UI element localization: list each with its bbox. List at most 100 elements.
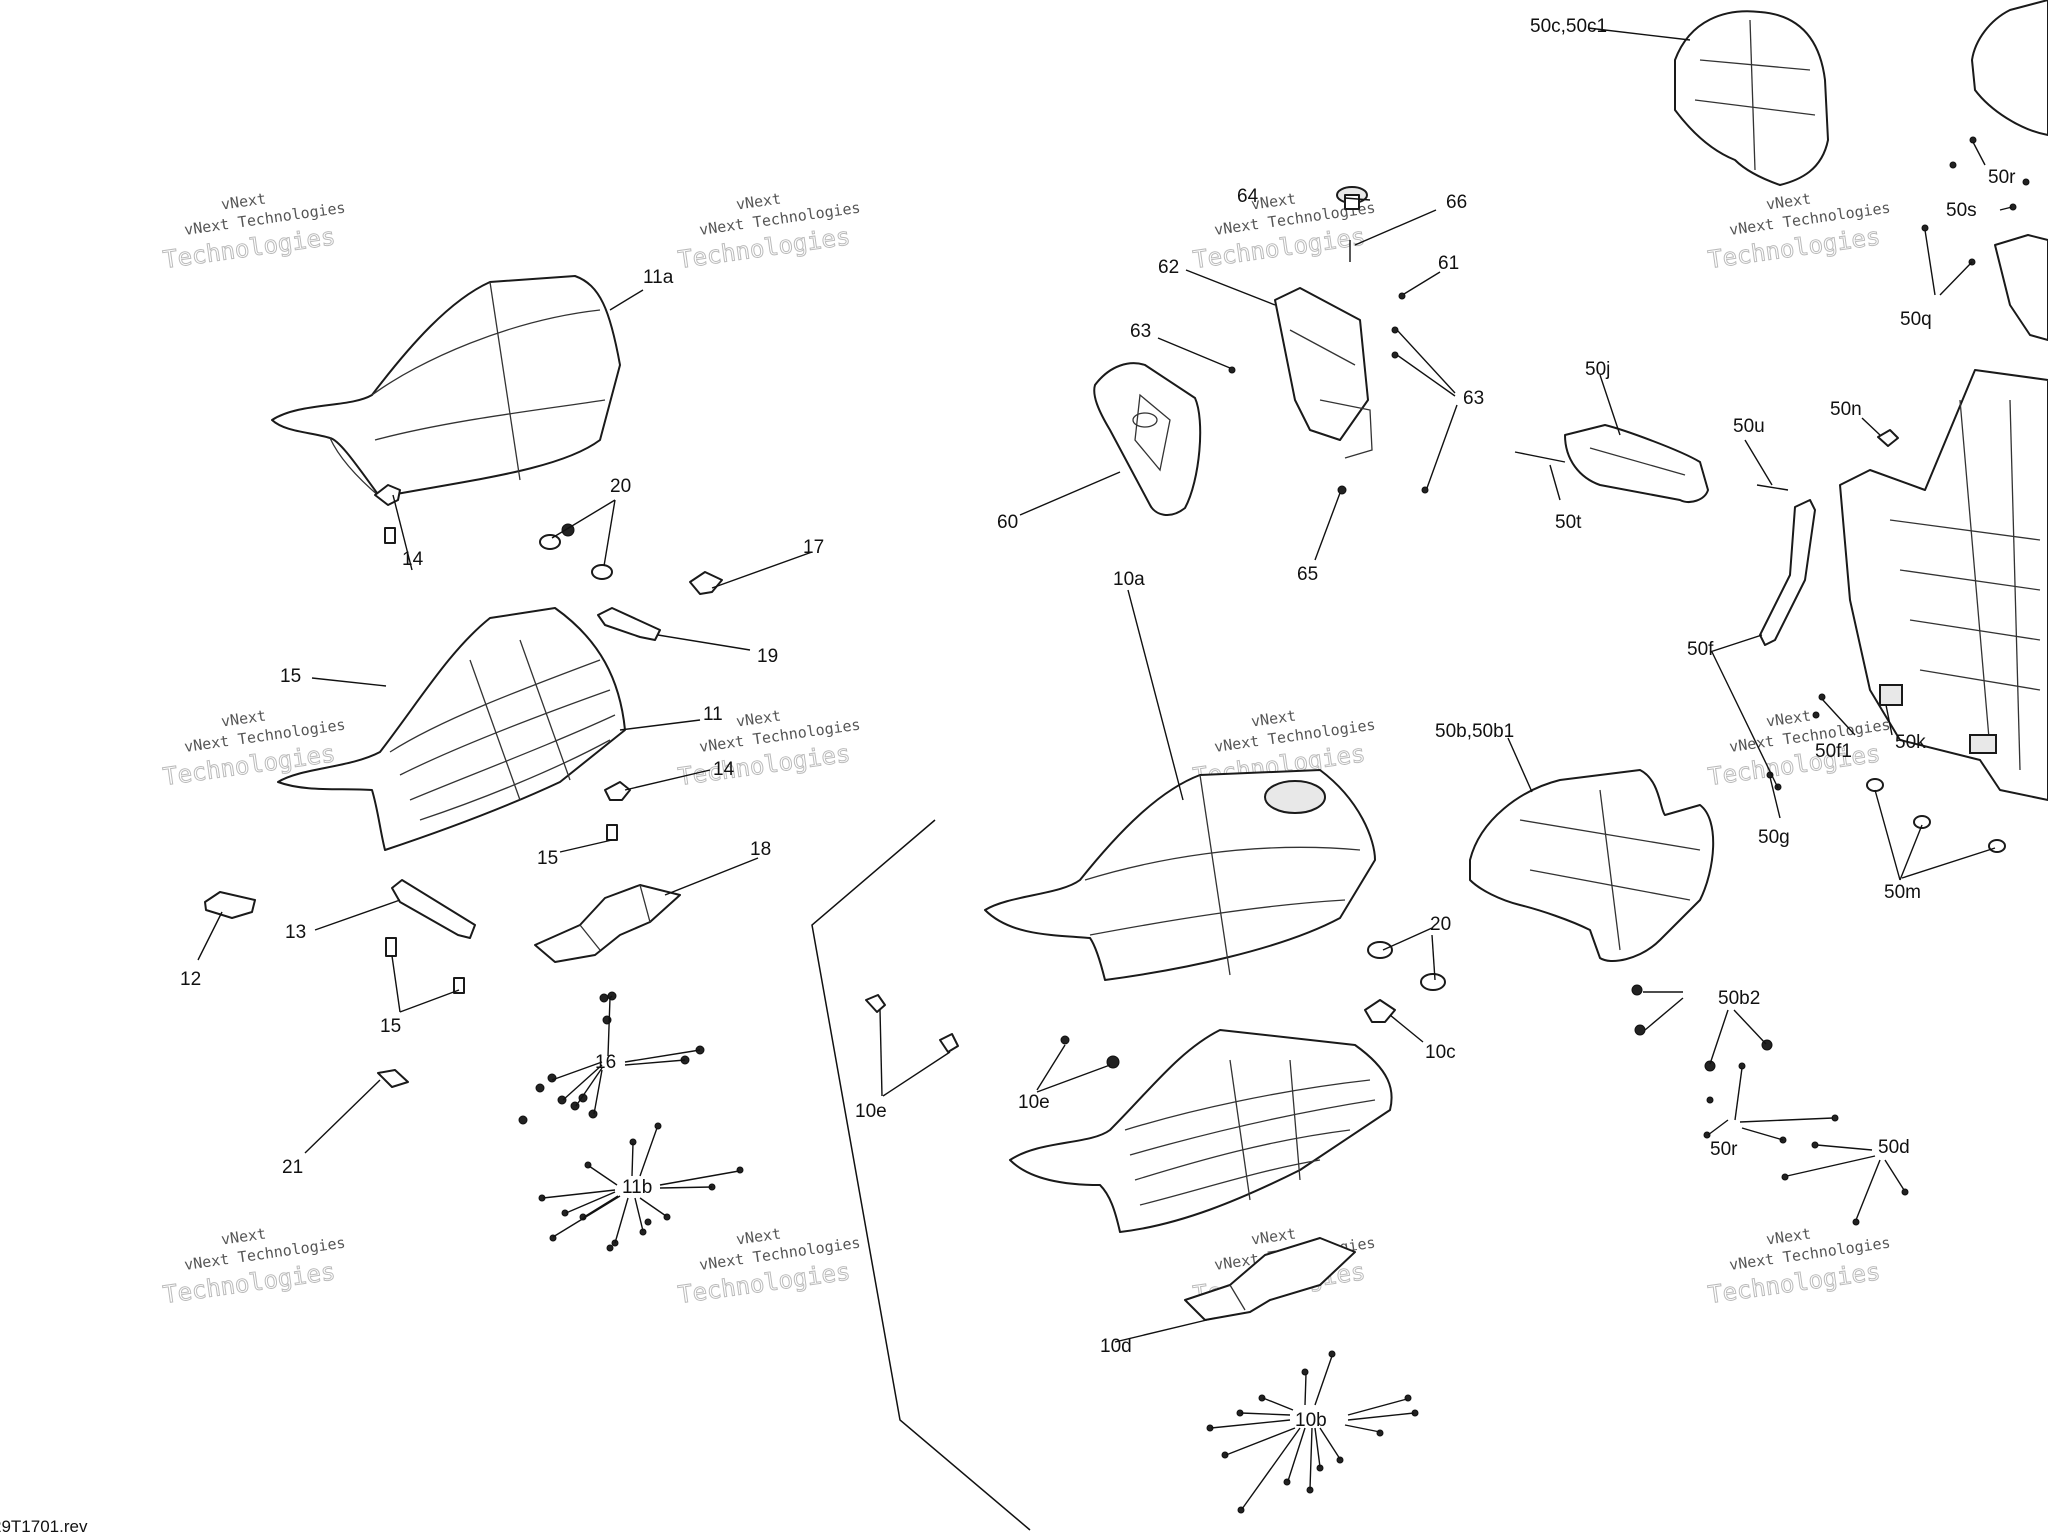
callout-50r: 50r bbox=[1988, 167, 2016, 188]
part-61-fastener bbox=[1398, 292, 1406, 300]
part-50b-seat-cushion bbox=[1469, 769, 1715, 962]
callout-50r: 50r bbox=[1710, 1139, 1738, 1160]
part-17-latch bbox=[689, 571, 723, 595]
callout-50t: 50t bbox=[1555, 512, 1582, 533]
part-50m-bumper bbox=[1866, 778, 1884, 792]
callout-50b2: 50b2 bbox=[1718, 988, 1760, 1009]
callout-50m: 50m bbox=[1884, 882, 1921, 903]
callout-14: 14 bbox=[713, 759, 735, 780]
watermark: vNext vNext Technologies Technologies bbox=[161, 189, 347, 274]
leader-lines bbox=[197, 27, 2013, 1510]
part-10e-fastener bbox=[1106, 1055, 1120, 1069]
watermark: vNext vNext Technologies Technologies bbox=[676, 706, 862, 791]
part-10e-clip bbox=[865, 994, 886, 1013]
callout-62: 62 bbox=[1158, 257, 1179, 278]
part-65-fastener bbox=[1337, 485, 1347, 495]
callout-50u: 50u bbox=[1733, 416, 1765, 437]
callout-17: 17 bbox=[803, 537, 824, 558]
part-50f-bracket bbox=[1759, 499, 1816, 646]
callout-10c: 10c bbox=[1425, 1042, 1456, 1063]
callout-18: 18 bbox=[750, 839, 771, 860]
callout-66: 66 bbox=[1446, 192, 1467, 213]
callout-19: 19 bbox=[757, 646, 778, 667]
part-50r-fastener bbox=[2022, 178, 2030, 186]
part-15-spacer bbox=[384, 527, 396, 544]
callout-11: 11 bbox=[703, 704, 723, 725]
part-16-nuts bbox=[518, 991, 705, 1125]
callout-50c: 50c,50c1 bbox=[1530, 16, 1607, 37]
watermark: vNext vNext Technologies Technologies bbox=[676, 189, 862, 274]
callout-10b: 10b bbox=[1295, 1410, 1327, 1431]
part-10e-fastener bbox=[1060, 1035, 1070, 1045]
part-20-grommet bbox=[539, 534, 561, 550]
callout-61: 61 bbox=[1438, 253, 1459, 274]
part-10b-screws bbox=[1206, 1350, 1419, 1514]
drawing-reference: 29T1701.rev bbox=[0, 1517, 88, 1536]
part-11a-seat-cover bbox=[271, 275, 621, 498]
callout-13: 13 bbox=[285, 922, 306, 943]
part-14-clip-lower bbox=[604, 781, 631, 801]
part-20-grommet bbox=[591, 564, 613, 580]
watermark: vNext vNext Technologies Technologies bbox=[676, 1224, 862, 1309]
callout-11a: 11a bbox=[643, 267, 674, 288]
part-21-label bbox=[377, 1069, 409, 1088]
part-50k-block bbox=[1969, 734, 1997, 754]
part-63-fastener bbox=[1228, 366, 1236, 374]
watermark: vNext vNext Technologies Technologies bbox=[1706, 189, 1892, 274]
callout-50n: 50n bbox=[1830, 399, 1862, 420]
callout-10e: 10e bbox=[1018, 1092, 1050, 1113]
part-15-spacer bbox=[606, 824, 618, 841]
callout-50s: 50s bbox=[1946, 200, 1977, 221]
callout-16: 16 bbox=[595, 1052, 616, 1073]
part-10a-seat-cover bbox=[984, 769, 1376, 981]
watermark: vNext vNext Technologies Technologies bbox=[1706, 706, 1892, 791]
part-10-seat-base bbox=[1009, 1029, 1393, 1233]
part-50f1-fastener bbox=[1812, 711, 1820, 719]
part-50m-bumper bbox=[1913, 815, 1931, 829]
callout-21: 21 bbox=[282, 1157, 303, 1178]
part-50u-pin bbox=[1756, 484, 1789, 491]
part-10e-clip bbox=[939, 1033, 959, 1053]
callout-63: 63 bbox=[1130, 321, 1151, 342]
callout-labels: 11a 20 14 17 15 19 11 14 15 18 13 12 15 … bbox=[180, 16, 2016, 1431]
part-18-heat-shield bbox=[534, 884, 681, 963]
part-60-backrest-pad bbox=[1093, 362, 1202, 516]
part-50s-fastener bbox=[1949, 161, 1957, 169]
callout-12: 12 bbox=[180, 969, 201, 990]
part-50b2-fasteners bbox=[1631, 984, 1773, 1072]
part-63-fastener bbox=[1391, 326, 1399, 334]
watermark: vNext vNext Technologies Technologies bbox=[1706, 1224, 1892, 1309]
callout-20: 20 bbox=[1430, 914, 1451, 935]
callout-50q: 50q bbox=[1900, 309, 1932, 330]
callout-10a: 10a bbox=[1113, 569, 1145, 590]
part-11-seat-base bbox=[277, 523, 626, 851]
part-13-plate bbox=[391, 879, 476, 939]
callout-50k: 50k bbox=[1895, 732, 1926, 753]
callout-50b: 50b,50b1 bbox=[1435, 721, 1514, 742]
callout-11b: 11b bbox=[622, 1177, 652, 1198]
callout-15: 15 bbox=[537, 848, 558, 869]
callout-10e: 10e bbox=[855, 1101, 887, 1122]
part-10d-heat-shield bbox=[1184, 1237, 1356, 1321]
part-50r-washers bbox=[1703, 1062, 1839, 1144]
part-15-spacer bbox=[453, 977, 465, 994]
section-divider bbox=[811, 819, 1031, 1531]
part-62-backrest-bracket bbox=[1274, 287, 1373, 459]
part-50t-pin bbox=[1514, 451, 1566, 463]
callout-14: 14 bbox=[402, 549, 424, 570]
callout-64: 64 bbox=[1237, 186, 1259, 207]
part-15-spacer bbox=[385, 937, 397, 957]
callout-15: 15 bbox=[380, 1016, 401, 1037]
part-12-bracket bbox=[204, 891, 256, 919]
part-50n-clip bbox=[1877, 429, 1899, 447]
callout-60: 60 bbox=[997, 512, 1018, 533]
watermark: vNext vNext Technologies Technologies bbox=[161, 1224, 347, 1309]
part-50d-screws bbox=[1781, 1141, 1909, 1226]
part-50c-backrest-pad bbox=[1674, 10, 1829, 186]
callout-50f1: 50f1 bbox=[1815, 741, 1852, 762]
part-20-grommet bbox=[1420, 973, 1446, 991]
callout-10d: 10d bbox=[1100, 1336, 1132, 1357]
part-63-fastener bbox=[1421, 486, 1429, 494]
part-50q-plate bbox=[1994, 234, 2048, 341]
